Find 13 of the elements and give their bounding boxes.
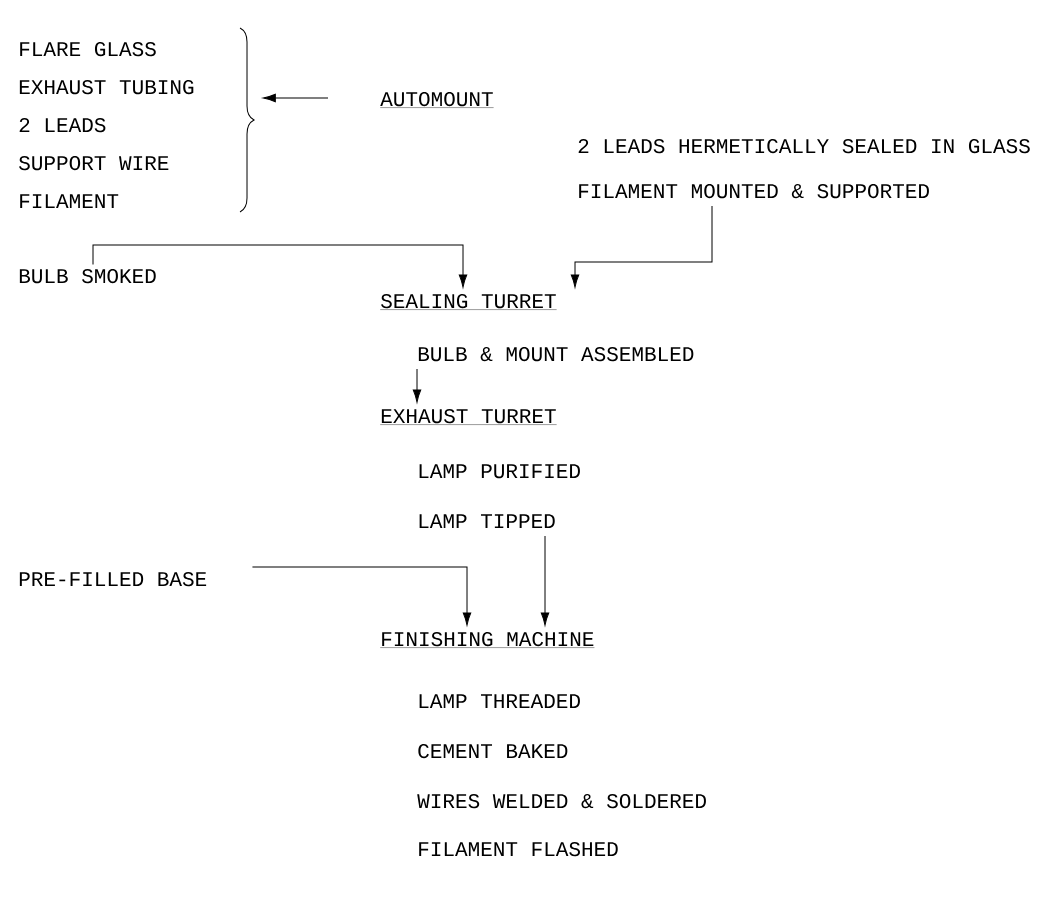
input-label: BULB SMOKED: [19, 268, 156, 284]
input-label: PRE-FILLED BASE: [19, 571, 207, 587]
process-step: AUTOMOUNT 2 LEADS HERMETICALLY SEALED IN GLASS FILAMENT MOUNTED & SUPPORTED: [380, 91, 1030, 199]
arrow: [570, 205, 713, 288]
process-step: EXHAUST TURRET LAMP PURIFIED LAMP TIPPED: [380, 408, 580, 528]
arrow: [540, 535, 550, 626]
arrow: [92, 244, 468, 288]
parts-list: FLARE GLASS EXHAUST TUBING 2 LEADS SUPPORT WIRE FILAMENT: [19, 41, 194, 208]
arrow: [262, 93, 329, 103]
arrow: [412, 368, 422, 403]
process-step: FINISHING MACHINE LAMP THREADED CEMENT BAKED WIRES WELDED & SOLDERED FILAMENT FLASHED: [380, 631, 706, 857]
arrow: [251, 566, 472, 626]
process-step: SEALING TURRET BULB & MOUNT ASSEMBLED: [380, 293, 694, 362]
